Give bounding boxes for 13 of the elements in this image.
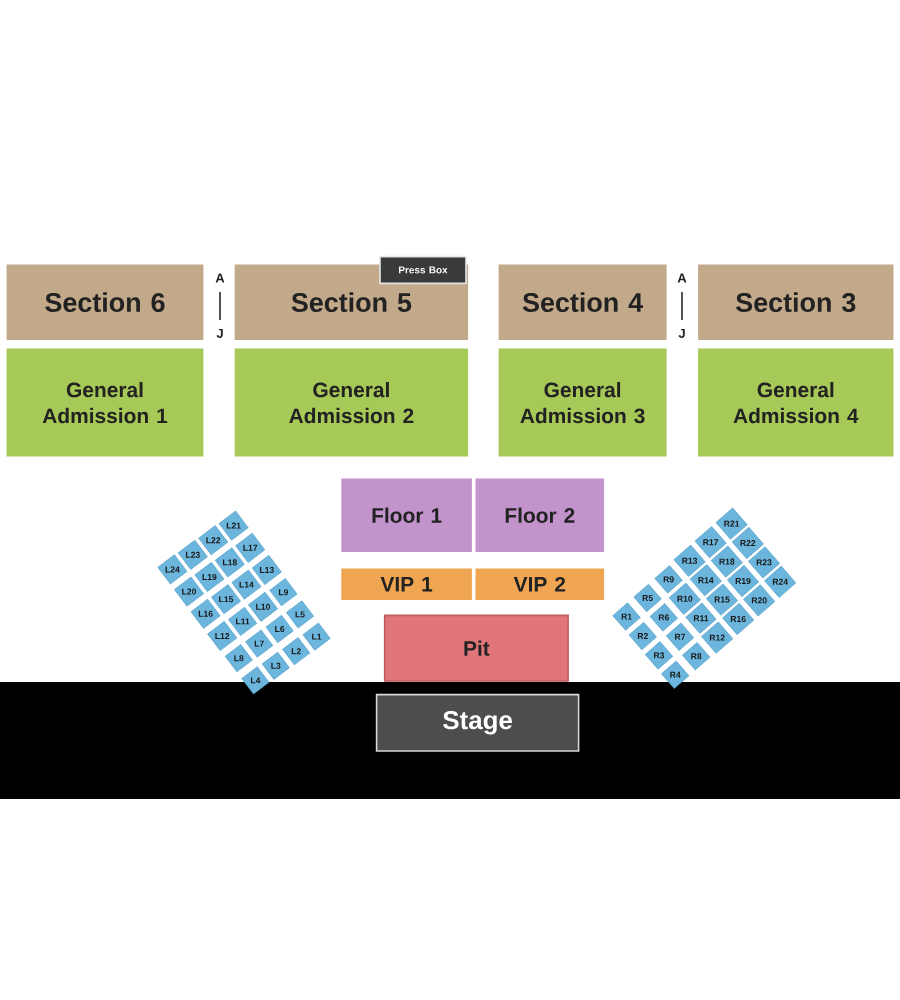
pit-area: Pit	[383, 614, 569, 682]
admission-area: General Admission 1	[6, 348, 204, 457]
section-block: Section 3	[698, 264, 894, 340]
admission-area: General Admission 4	[698, 348, 894, 457]
stage-block: Stage	[375, 693, 580, 752]
admission-area: General Admission 3	[498, 348, 667, 457]
floor-area: Floor 2	[475, 478, 605, 552]
section-block: Section 6	[6, 264, 204, 340]
floor-area: Floor 1	[341, 478, 472, 552]
admission-area: General Admission 2	[234, 348, 469, 457]
vip-area: VIP 2	[475, 568, 605, 600]
vip-area: VIP 1	[341, 568, 472, 600]
section-block: Section 4	[498, 264, 667, 340]
